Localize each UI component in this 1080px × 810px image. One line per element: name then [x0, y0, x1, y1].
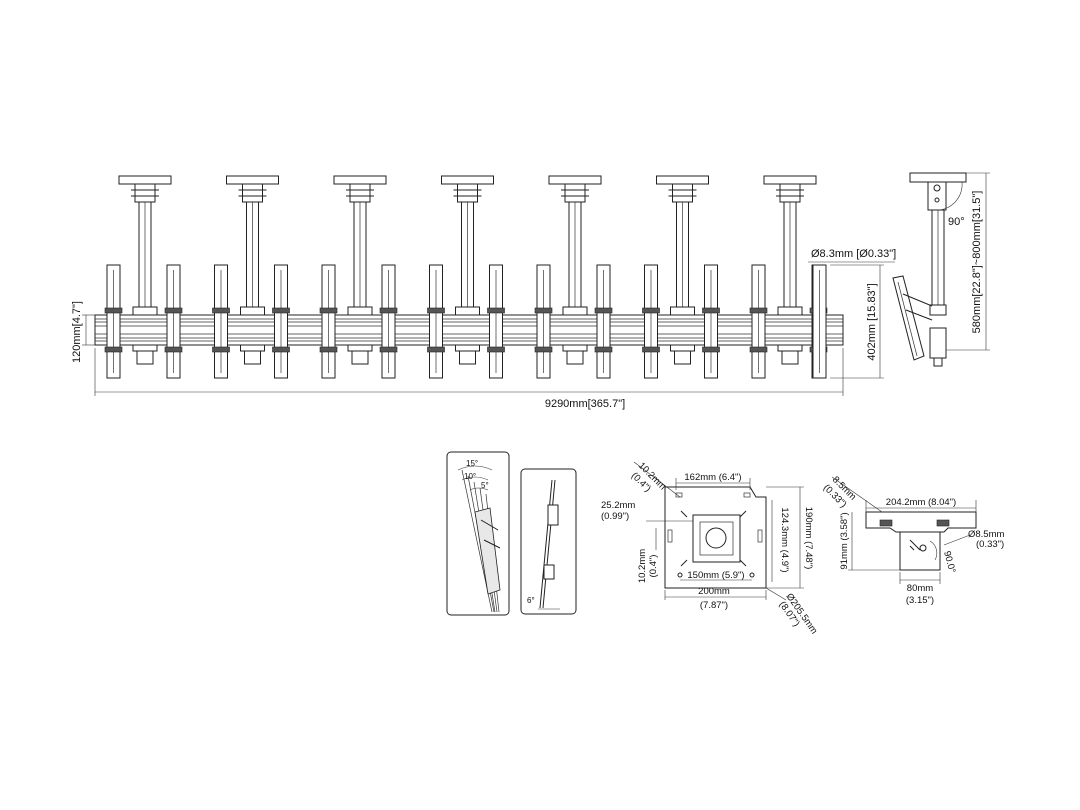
- ceiling-plate-detail: 162mm (6.4") 10.2mm (0.4") 25.2mm (0.99"…: [601, 460, 820, 636]
- total-width-label: 9290mm[365.7"]: [545, 398, 625, 410]
- bracket-angle-label: 90.0°: [941, 550, 957, 575]
- tilt-15-label: 15°: [466, 459, 478, 468]
- rail-height-dimension: 120mm[4.7"]: [71, 301, 95, 363]
- ceiling-mount-unit: [212, 175, 290, 379]
- ceiling-mount-unit: [319, 175, 398, 379]
- side-tilt-angle-label: 90°: [948, 216, 965, 228]
- tilt-5-label: 5°: [481, 481, 489, 490]
- bracket-side-detail: 8.5mm (0.33") 204.2mm (8.04") Ø8.5mm (0.…: [821, 474, 1005, 606]
- horizontal-rail: [94, 314, 844, 346]
- plate-inner-height-label: 124.3mm (4.9"): [779, 507, 790, 572]
- ceiling-mount-unit: [104, 175, 183, 379]
- plate-bottom-hole-in-label: (0.4"): [648, 555, 659, 578]
- plate-left-offset-mm-label: 25.2mm: [601, 500, 635, 511]
- front-elevation-view: 120mm[4.7"] 9290mm[365.7"] 402mm [15.83"…: [71, 175, 896, 410]
- panel-height-dimension: 402mm [15.83"]: [830, 264, 884, 379]
- tilt-6-label: 6°: [527, 596, 535, 605]
- ceiling-mount-unit: [427, 175, 505, 379]
- bracket-height-label: 91mm (3.58"): [839, 512, 850, 569]
- bracket-hole-diam-in-label: (0.33"): [976, 539, 1004, 550]
- bracket-bottom-width-in-label: (3.15"): [906, 595, 934, 606]
- plate-outer-width-mm-label: 200mm: [698, 586, 730, 597]
- total-width-dimension: 9290mm[365.7"]: [94, 348, 844, 410]
- plate-top-width-label: 162mm (6.4"): [684, 472, 741, 483]
- tilt-angle-detail: 15° 10° 5° 6°: [446, 451, 577, 616]
- bracket-width-label: 204.2mm (8.04"): [886, 497, 956, 508]
- panel-height-label: 402mm [15.83"]: [866, 283, 878, 360]
- hole-diameter-label: Ø8.3mm [Ø0.33"]: [811, 248, 896, 260]
- plate-bottom-hole-mm-label: 10.2mm: [637, 549, 648, 583]
- end-upright: [812, 264, 827, 379]
- rail-height-label: 120mm[4.7"]: [71, 301, 83, 363]
- bracket-bottom-width-mm-label: 80mm: [907, 583, 933, 594]
- plate-outer-height-label: 190mm (7.48"): [803, 507, 814, 570]
- bracket-hole-diam-mm-label: Ø8.5mm: [968, 529, 1005, 540]
- drop-range-label: 580mm[22.8"]~800mm[31.5"]: [971, 191, 983, 334]
- tilt-10-label: 10°: [464, 472, 476, 481]
- plate-left-offset-in-label: (0.99"): [601, 511, 629, 522]
- side-elevation-view: 90° 580mm[22.8"]~800mm[31.5"]: [892, 172, 990, 367]
- ceiling-mount-unit: [642, 175, 720, 379]
- ceiling-mount-unit: [534, 175, 613, 379]
- hole-diameter-callout: Ø8.3mm [Ø0.33"]: [808, 248, 896, 263]
- plate-inner-width-label: 150mm (5.9"): [687, 570, 744, 581]
- plate-outer-width-in-label: (7.87"): [700, 600, 728, 611]
